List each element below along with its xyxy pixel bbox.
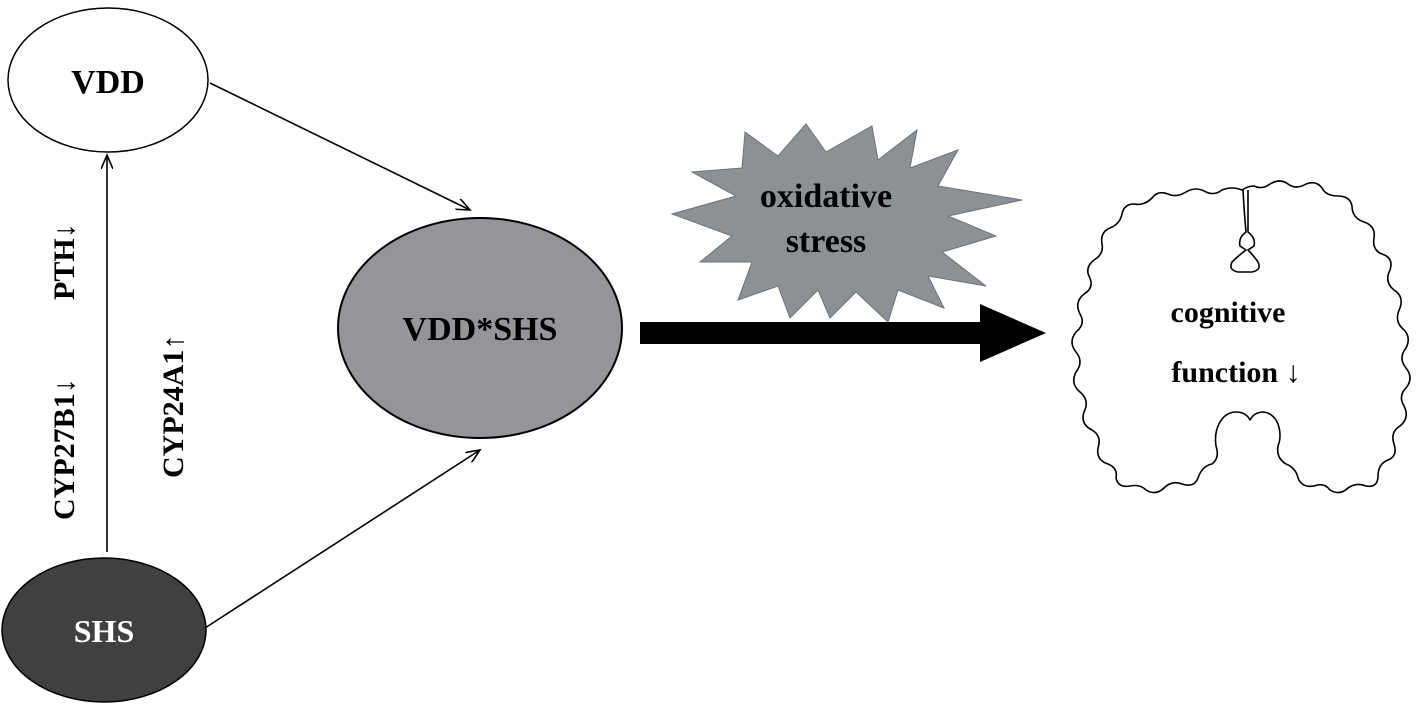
brain-illustration: cognitive function ↓	[1071, 180, 1411, 494]
cognitive-label-line1: cognitive	[1171, 296, 1286, 329]
shs-label: SHS	[74, 613, 134, 649]
vdd-to-interaction-arrow	[209, 82, 470, 210]
oxidative-label-line1: oxidative	[760, 178, 892, 215]
cyp24a1-label: CYP24A1↑	[157, 335, 190, 478]
interaction-label: VDD*SHS	[403, 311, 558, 348]
interaction-node: VDD*SHS	[337, 217, 623, 439]
pth-label: PTH↓	[48, 223, 81, 300]
cyp27b1-label: CYP27B1↓	[48, 378, 81, 520]
oxidative-label-line2: stress	[786, 223, 867, 260]
oxidative-stress-burst: oxidative stress	[670, 123, 1023, 323]
cognitive-label-line2: function ↓	[1171, 356, 1300, 389]
main-arrow	[640, 304, 1046, 362]
vdd-node: VDD	[7, 7, 209, 153]
shs-node: SHS	[1, 557, 207, 703]
vdd-label: VDD	[71, 64, 145, 101]
shs-to-interaction-arrow	[204, 450, 480, 629]
